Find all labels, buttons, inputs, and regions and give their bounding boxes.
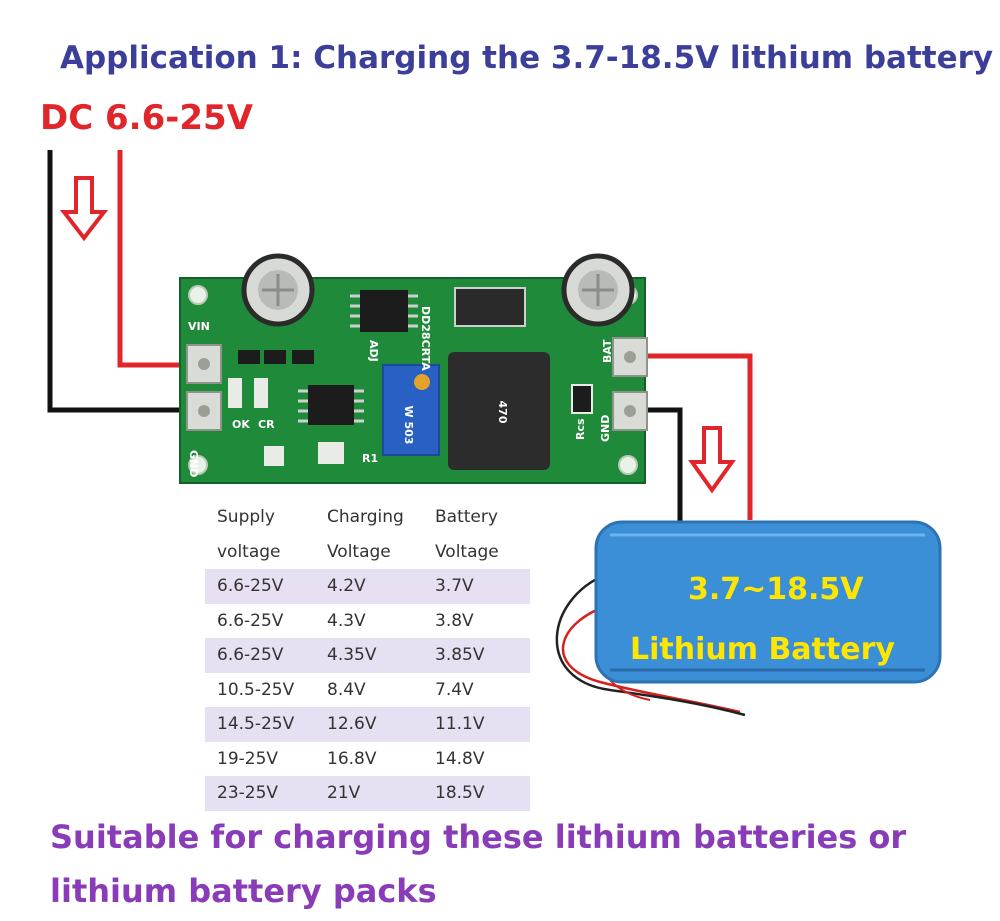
supply-cell: 6.6-25V bbox=[205, 569, 315, 604]
input-red-wire bbox=[117, 150, 200, 368]
model-label: DD28CRTA bbox=[419, 306, 432, 371]
supply-cell: 23-25V bbox=[205, 776, 315, 811]
header-charging: Charging bbox=[327, 507, 404, 528]
rcs-resistor bbox=[571, 384, 593, 414]
mounting-hole bbox=[618, 455, 638, 475]
table-header-row: Supply Charging Battery bbox=[205, 500, 530, 535]
vin-label: VIN bbox=[188, 320, 210, 333]
mounting-hole bbox=[188, 285, 208, 305]
diode-component bbox=[454, 287, 526, 327]
battery-cell: 11.1V bbox=[423, 707, 530, 742]
battery-cell: 18.5V bbox=[423, 776, 530, 811]
table-row: 10.5-25V 8.4V 7.4V bbox=[205, 673, 530, 708]
bat-label: BAT bbox=[601, 339, 614, 363]
charging-cell: 4.35V bbox=[315, 638, 423, 673]
table-header-row: voltage Voltage Voltage bbox=[205, 535, 530, 570]
ok-label: OK bbox=[232, 418, 250, 431]
battery-cell: 3.7V bbox=[423, 569, 530, 604]
gnd-out-label: GND bbox=[599, 415, 612, 442]
battery-cell: 14.8V bbox=[435, 748, 485, 769]
battery-voltage-label: 3.7~18.5V bbox=[688, 572, 864, 607]
header-battery-2: Voltage bbox=[435, 541, 499, 562]
battery-cell: 7.4V bbox=[435, 679, 474, 700]
charger-pcb: 470 W 503 VIN GND BAT GND Rcs OK CR R1 A… bbox=[179, 253, 648, 484]
input-down-arrow-icon bbox=[59, 176, 109, 242]
table-row: 6.6-25V 4.3V 3.8V bbox=[205, 604, 530, 639]
page-title: Application 1: Charging the 3.7-18.5V li… bbox=[60, 40, 994, 76]
supply-cell: 19-25V bbox=[217, 748, 279, 769]
header-supply: Supply bbox=[217, 507, 275, 528]
cr-label: CR bbox=[258, 418, 275, 431]
gnd-in-label: GND bbox=[187, 450, 200, 477]
battery-cell: 3.8V bbox=[435, 610, 474, 631]
r1-label: R1 bbox=[362, 452, 378, 465]
ic-chip-middle bbox=[308, 385, 354, 425]
output-red-wire bbox=[632, 353, 753, 520]
supply-cell: 6.6-25V bbox=[217, 610, 284, 631]
charging-cell: 16.8V bbox=[327, 748, 377, 769]
header-charging-2: Voltage bbox=[327, 541, 391, 562]
charging-cell: 8.4V bbox=[327, 679, 366, 700]
charging-cell: 12.6V bbox=[315, 707, 423, 742]
table-row: 23-25V 21V 18.5V bbox=[205, 776, 530, 811]
header-battery: Battery bbox=[435, 507, 498, 528]
inductor-label: 470 bbox=[496, 401, 509, 424]
output-down-arrow-icon bbox=[688, 426, 736, 494]
charging-cell: 21V bbox=[315, 776, 423, 811]
supply-cell: 6.6-25V bbox=[205, 638, 315, 673]
battery-name-label: Lithium Battery bbox=[630, 632, 895, 667]
charging-cell: 4.2V bbox=[315, 569, 423, 604]
battery-cell: 3.85V bbox=[423, 638, 530, 673]
charging-cell: 4.3V bbox=[327, 610, 366, 631]
voltage-table: Supply Charging Battery voltage Voltage … bbox=[205, 500, 530, 811]
rcs-label: Rcs bbox=[574, 418, 587, 440]
lithium-battery-pack bbox=[594, 520, 942, 684]
footer-line-1: Suitable for charging these lithium batt… bbox=[50, 818, 907, 856]
adj-label: ADJ bbox=[367, 340, 380, 362]
table-row: 6.6-25V 4.2V 3.7V bbox=[205, 569, 530, 604]
header-supply-2: voltage bbox=[217, 541, 281, 562]
footer-line-2: lithium battery packs bbox=[50, 872, 437, 910]
supply-cell: 10.5-25V bbox=[217, 679, 295, 700]
battery-lead-black bbox=[555, 573, 746, 717]
input-black-wire bbox=[47, 150, 200, 413]
ic-chip-top bbox=[360, 290, 408, 332]
mounting-hole bbox=[188, 455, 208, 475]
inductor bbox=[448, 352, 550, 470]
table-row: 6.6-25V 4.35V 3.85V bbox=[205, 638, 530, 673]
battery-lead-red bbox=[561, 603, 741, 714]
input-voltage-label: DC 6.6-25V bbox=[40, 98, 253, 138]
table-row: 14.5-25V 12.6V 11.1V bbox=[205, 707, 530, 742]
supply-cell: 14.5-25V bbox=[205, 707, 315, 742]
table-row: 19-25V 16.8V 14.8V bbox=[205, 742, 530, 777]
pot-label: W 503 bbox=[402, 406, 415, 445]
